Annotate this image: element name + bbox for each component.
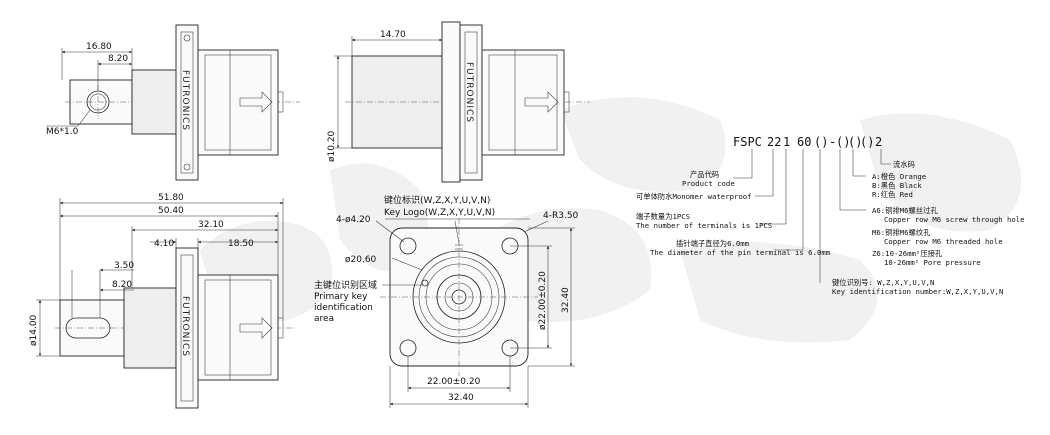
code-seg-1: 1 [783,135,790,149]
label-serial-cn: 流水码 [893,160,915,169]
label-waterproof: 可单体防水Monomer waterproof [636,192,752,201]
code-seg-extra: () [860,135,874,149]
bottom-left-side-view: FUTRONICS 51.80 50.40 32.10 4.10 18.50 3… [29,193,295,409]
label-orange: A:橙色 Orange [872,172,926,181]
arrow-mark-icon [524,91,559,113]
key-area-en-1: Primary key [314,292,368,302]
dim-8-20-bottom: 8.20 [112,280,132,290]
dim-22-vertical: ø22.00±0.20 [538,271,548,330]
dim-10-20: ø10.20 [327,130,337,162]
radius-label: 4-R3.50 [543,211,579,221]
arrow-mark-icon [239,317,273,339]
dim-3-50: 3.50 [114,261,134,271]
dim-22-horizontal: 22.00±0.20 [427,377,481,387]
code-seg-60: 60 [797,135,811,149]
housing [481,49,565,156]
key-mark [421,279,429,287]
dim-4-10: 4.10 [154,239,174,249]
label-terminals-en: The number of terminals is 1PCS [636,221,772,230]
code-seg-fspc: FSPC [733,135,762,149]
dim-8-20-top: 8.20 [108,54,128,64]
label-pin-cn: 插针端子直径为6.0mm [676,239,750,248]
dim-16-80: 16.80 [86,42,112,52]
dim-32-10: 32.10 [198,220,224,230]
code-seg-terminal: () [836,135,850,149]
top-left-side-view: FUTRONICS 16.80 8.20 M6*1.0 [46,24,300,181]
holes-label: 4-ø4.20 [336,215,371,225]
label-terminals-cn: 端子数量为1PCS [636,212,690,221]
housing [197,49,279,156]
dim-32-horizontal: 32.40 [448,393,474,403]
code-seg-22: 22 [767,135,781,149]
key-area-cn: 主键位识别区域 [314,279,377,291]
label-red: R:红色 Red [872,190,913,199]
key-area-en-2: identification [314,303,373,313]
diameter-label: ø20.60 [345,255,377,265]
dim-32-vertical: 32.40 [561,287,571,313]
label-pin-en: The diameter of the pin terminal is 6.0m… [650,248,831,257]
dim-14-70: 14.70 [380,30,406,40]
key-logo-mark [455,244,463,250]
thread-label: M6*1.0 [46,127,79,137]
label-black: B:黑色 Black [872,181,922,190]
dim-18-50: 18.50 [228,239,254,249]
top-right-side-view: FUTRONICS 14.70 ø10.20 [327,21,590,183]
key-logo-en: Key Logo(W,Z,X,Y,U,V,N) [384,208,495,218]
part-code-legend: FSPC 22 1 60 () - () () () 2 流水码 A:橙色 Or… [636,135,1025,296]
brand-label-bottom-left: FUTRONICS [180,296,190,357]
brand-label-top-left: FUTRONICS [180,70,190,131]
brand-label-top-right: FUTRONICS [464,62,474,123]
label-product-cn: 产品代码 [690,170,719,179]
key-area-en-3: area [314,314,334,324]
mount-hole [399,237,417,255]
label-key-id-cn: 键位识别号: W,Z,X,Y,U,V,N [832,278,934,287]
dim-14-00: ø14.00 [29,314,39,346]
label-m6-en: Copper row M6 threaded hole [884,237,1003,246]
mounting-flange [441,21,461,183]
body-sleeve [123,287,177,369]
label-a6-en: Copper row M6 screw through hole [884,215,1025,224]
label-a6-cn: A6:铜排M6螺丝过孔 [872,206,938,215]
label-z6-cn: Z6:10-26mm²压接孔 [872,249,943,258]
front-view: 键位标识(W,Z,X,Y,U,V,N) Key Logo(W,Z,X,Y,U,V… [314,194,579,408]
dim-51-80: 51.80 [158,193,184,203]
code-seg-dash: - [829,135,836,149]
label-product-en: Product code [682,179,735,188]
key-logo-cn: 键位标识(W,Z,X,Y,U,V,N) [384,194,490,206]
code-seg-color: () [848,135,862,149]
dim-50-40: 50.40 [158,206,184,216]
body-sleeve [131,69,178,135]
label-z6-en: 10-26mm² Pore pressure [884,258,981,267]
code-seg-key: () [814,135,828,149]
label-m6-cn: M6:铜排M6螺纹孔 [872,228,931,237]
label-key-id-en: Key identification number:W,Z,X,Y,U,V,N [832,287,1003,296]
arrow-mark-icon [239,91,273,113]
housing [197,274,279,381]
code-seg-serial: 2 [875,135,882,149]
